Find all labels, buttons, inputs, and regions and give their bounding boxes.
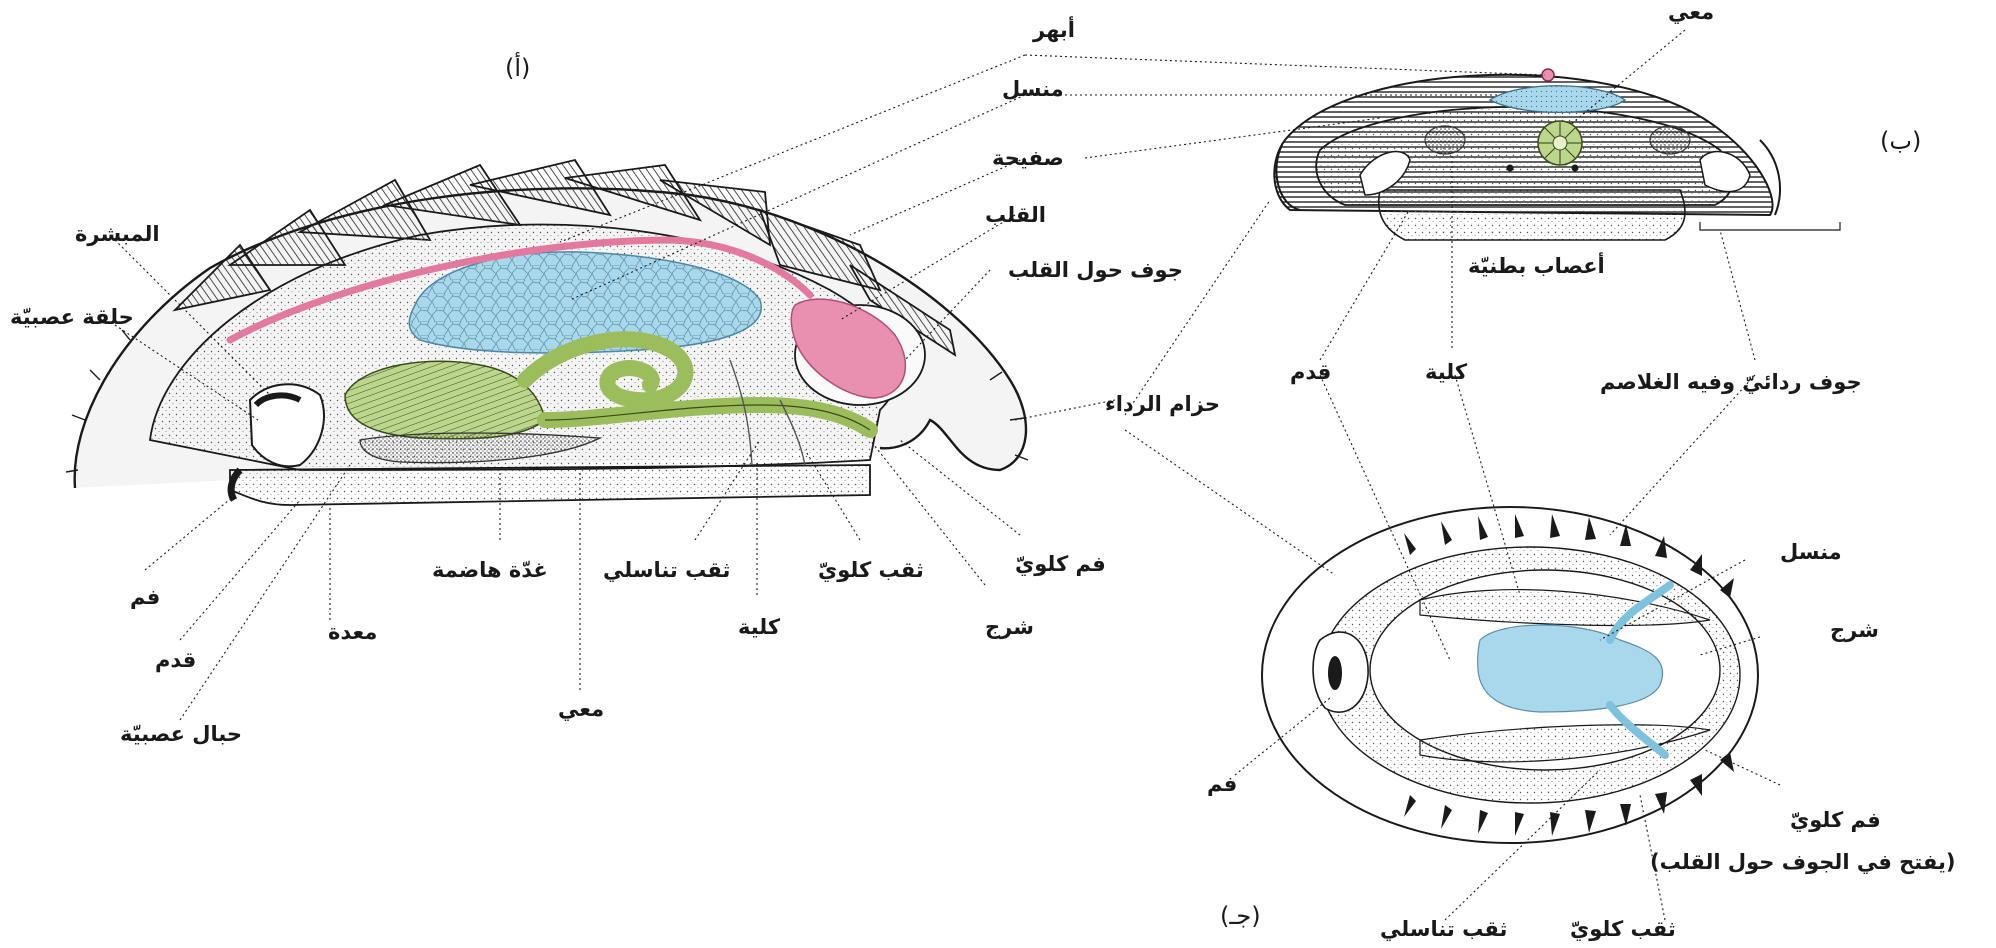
label-renal-mouth-c: فم كلويّ (1790, 808, 1881, 832)
label-kidney-a: كلية (738, 615, 781, 639)
label-shell-plate: صفيحة (992, 146, 1064, 170)
label-mantle-cavity-gills: جوف ردائيّ وفيه الغلاصم (1600, 370, 1862, 394)
head (248, 383, 325, 468)
shell-plates (172, 158, 957, 357)
label-aorta: أبهر (1033, 18, 1076, 42)
label-renal-mouth-note: (يفتح في الجوف حول القلب) (1650, 850, 1956, 874)
leader-lines (114, 29, 1781, 921)
label-heart: القلب (985, 203, 1047, 227)
body-cross (1315, 105, 1734, 206)
mouth-opening (227, 467, 243, 502)
heart (790, 298, 906, 399)
label-epidermis: المبشرة (75, 222, 160, 246)
label-foot-a: قدم (155, 648, 197, 672)
figure-b-artwork (1273, 68, 1841, 241)
figure-c-artwork (1261, 506, 1759, 844)
label-intestine-a: معي (558, 697, 605, 721)
label-genital-pore-a: ثقب تناسلي (603, 558, 731, 582)
mouth-ventral (1328, 656, 1342, 690)
gonad (408, 251, 763, 354)
gill-left (1359, 150, 1411, 196)
label-pericardial-cavity: جوف حول القلب (1008, 258, 1183, 282)
nerve-ring (253, 392, 302, 408)
foot (229, 464, 871, 506)
aorta (226, 236, 814, 344)
gonad-ventral (1477, 624, 1664, 713)
kidney-right-cross (1649, 125, 1691, 155)
label-mouth-c: فم (1207, 772, 1238, 796)
kidney-ducts (729, 359, 806, 466)
label-nerve-cords: حبال عصبيّة (120, 722, 243, 746)
label-renal-mouth-a: فم كلويّ (1015, 552, 1106, 576)
figure-label-a: (أ) (505, 54, 531, 82)
aorta-cross (1541, 68, 1555, 82)
label-anus-a: شرج (985, 615, 1034, 639)
label-genital-pore-c: ثقب تناسلي (1380, 917, 1508, 941)
label-gonad-c: منسل (1780, 540, 1842, 564)
label-stomach: معدة (328, 620, 378, 644)
label-nerve-ring: حلقة عصبيّة (10, 305, 134, 329)
label-ventral-nerves: أعصاب بطنيّة (1468, 254, 1605, 278)
label-foot-b: قدم (1290, 360, 1332, 384)
label-digestive-gland: غدّة هاضمة (432, 558, 548, 582)
girdle-teeth-ventral (1404, 514, 1734, 836)
label-gonad: منسل (1002, 77, 1064, 101)
label-renal-pore-c: ثقب كلويّ (1570, 917, 1676, 941)
kidney-left-cross (1424, 125, 1466, 155)
digestive-gland (359, 432, 603, 464)
figure-label-c: (جـ) (1220, 902, 1261, 930)
figure-a-artwork (65, 158, 1029, 506)
label-kidney-b: كلية (1425, 360, 1468, 384)
gonad-cross (1488, 85, 1627, 114)
label-renal-pore-a: ثقب كلويّ (818, 558, 924, 582)
label-girdle: حزام الرداء (1105, 392, 1220, 416)
label-intestine-b: معي (1668, 0, 1715, 24)
gills-upper (1419, 589, 1711, 627)
label-mouth-a: فم (130, 585, 161, 609)
foot-cross (1378, 189, 1686, 241)
gill-right (1699, 150, 1751, 193)
figure-label-b: (ب) (1880, 127, 1922, 155)
label-anus-c: شرج (1830, 618, 1879, 642)
